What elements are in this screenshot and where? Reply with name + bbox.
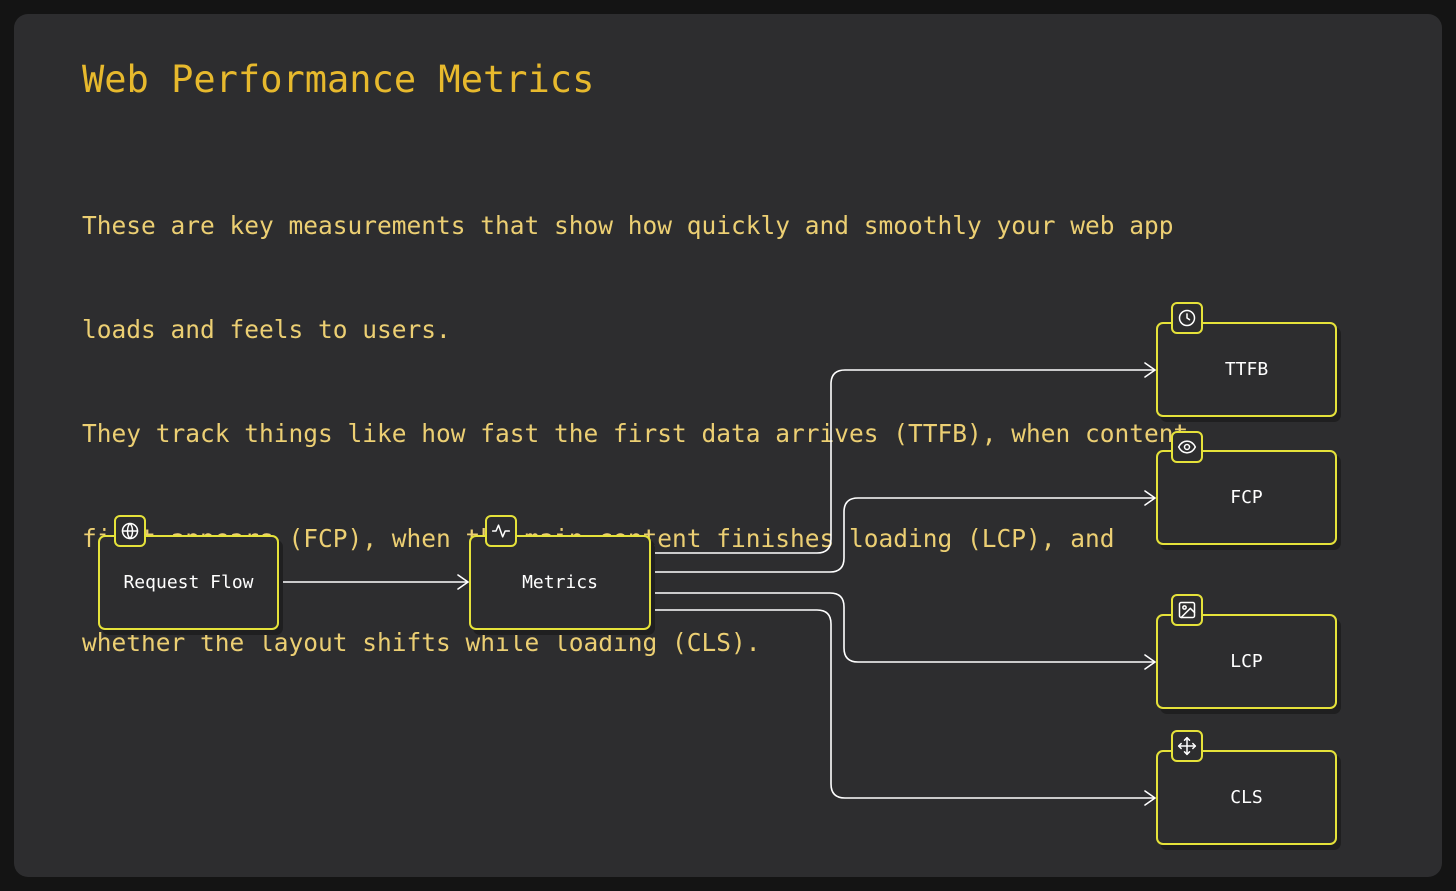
edge-request-flow-to-metrics <box>278 574 469 590</box>
edge-metrics-to-cls <box>650 609 1156 806</box>
edge-metrics-to-fcp <box>650 490 1156 573</box>
edge-metrics-to-ttfb <box>650 362 1156 554</box>
diagram-card <box>14 14 1442 877</box>
globe-icon <box>114 515 146 547</box>
move-icon <box>1171 730 1203 762</box>
image-icon <box>1171 594 1203 626</box>
fcp-node[interactable]: FCP <box>1156 450 1337 545</box>
lcp-label: LCP <box>1230 651 1263 672</box>
fcp-label: FCP <box>1230 487 1263 508</box>
eye-icon <box>1171 431 1203 463</box>
edge-metrics-to-lcp <box>650 592 1156 670</box>
metrics-label: Metrics <box>522 572 598 593</box>
description-line: loads and feels to users. <box>82 314 451 344</box>
request-flow-node[interactable]: Request Flow <box>98 535 279 630</box>
ttfb-node[interactable]: TTFB <box>1156 322 1337 417</box>
clock-icon <box>1171 302 1203 334</box>
page-title: Web Performance Metrics <box>82 58 595 101</box>
description-line: These are key measurements that show how… <box>82 210 1174 240</box>
activity-icon <box>485 515 517 547</box>
metrics-node[interactable]: Metrics <box>469 535 651 630</box>
cls-label: CLS <box>1230 787 1263 808</box>
request-flow-label: Request Flow <box>123 572 254 593</box>
description-line: whether the layout shifts while loading … <box>82 628 761 658</box>
ttfb-label: TTFB <box>1224 359 1269 380</box>
cls-node[interactable]: CLS <box>1156 750 1337 845</box>
lcp-node[interactable]: LCP <box>1156 614 1337 709</box>
